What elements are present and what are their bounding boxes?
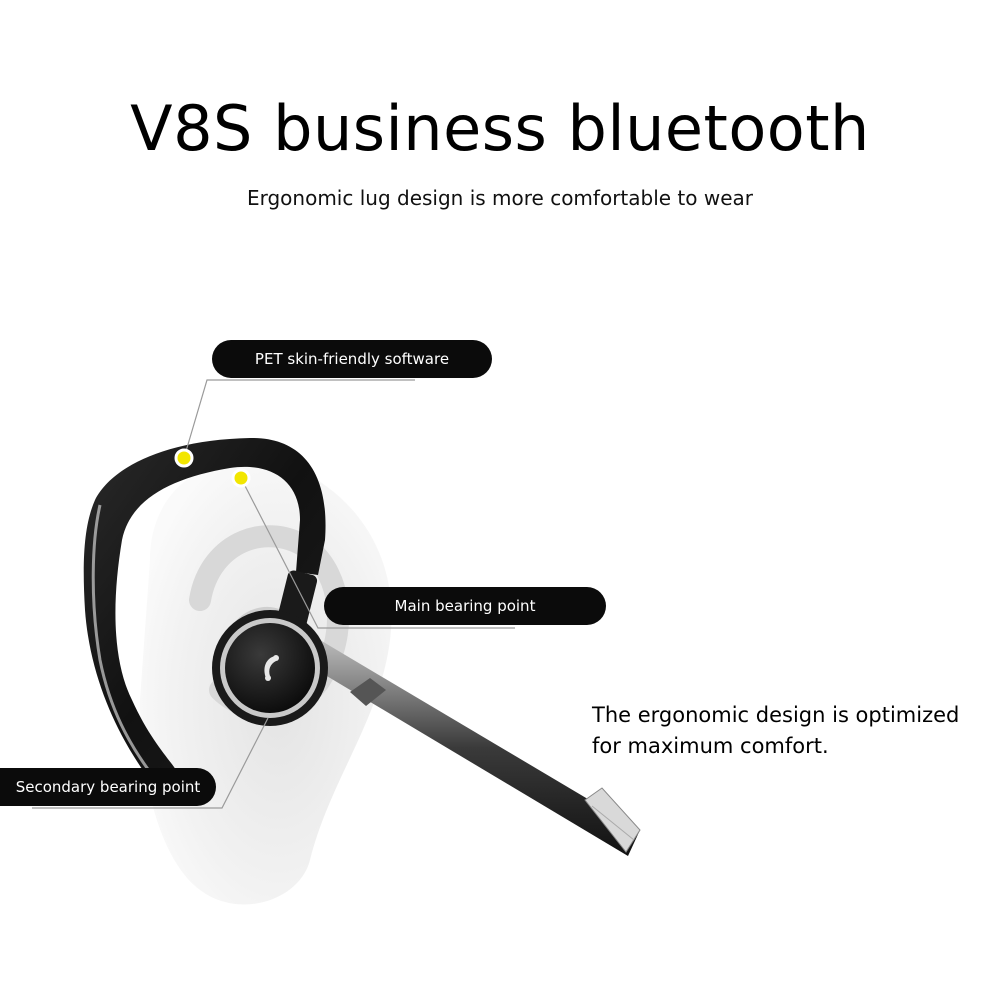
boom-microphone bbox=[300, 640, 641, 856]
callout-main-bearing-point: Main bearing point bbox=[324, 587, 606, 625]
phone-handset-icon bbox=[264, 655, 279, 681]
callout-pet-skin-friendly: PET skin-friendly software bbox=[212, 340, 492, 378]
page-title: V8S business bluetooth bbox=[130, 92, 870, 165]
page-subtitle: Ergonomic lug design is more comfortable… bbox=[246, 186, 754, 210]
callout-secondary-bearing-point: Secondary bearing point bbox=[0, 768, 216, 806]
description-line-2: for maximum comfort. bbox=[592, 734, 829, 758]
description-text: The ergonomic design is optimized for ma… bbox=[592, 700, 992, 762]
description-line-1: The ergonomic design is optimized bbox=[592, 703, 960, 727]
earpiece-body bbox=[212, 610, 328, 726]
ear-hook bbox=[83, 437, 326, 780]
highlight-dots bbox=[174, 448, 251, 488]
callout-lines bbox=[32, 379, 515, 809]
